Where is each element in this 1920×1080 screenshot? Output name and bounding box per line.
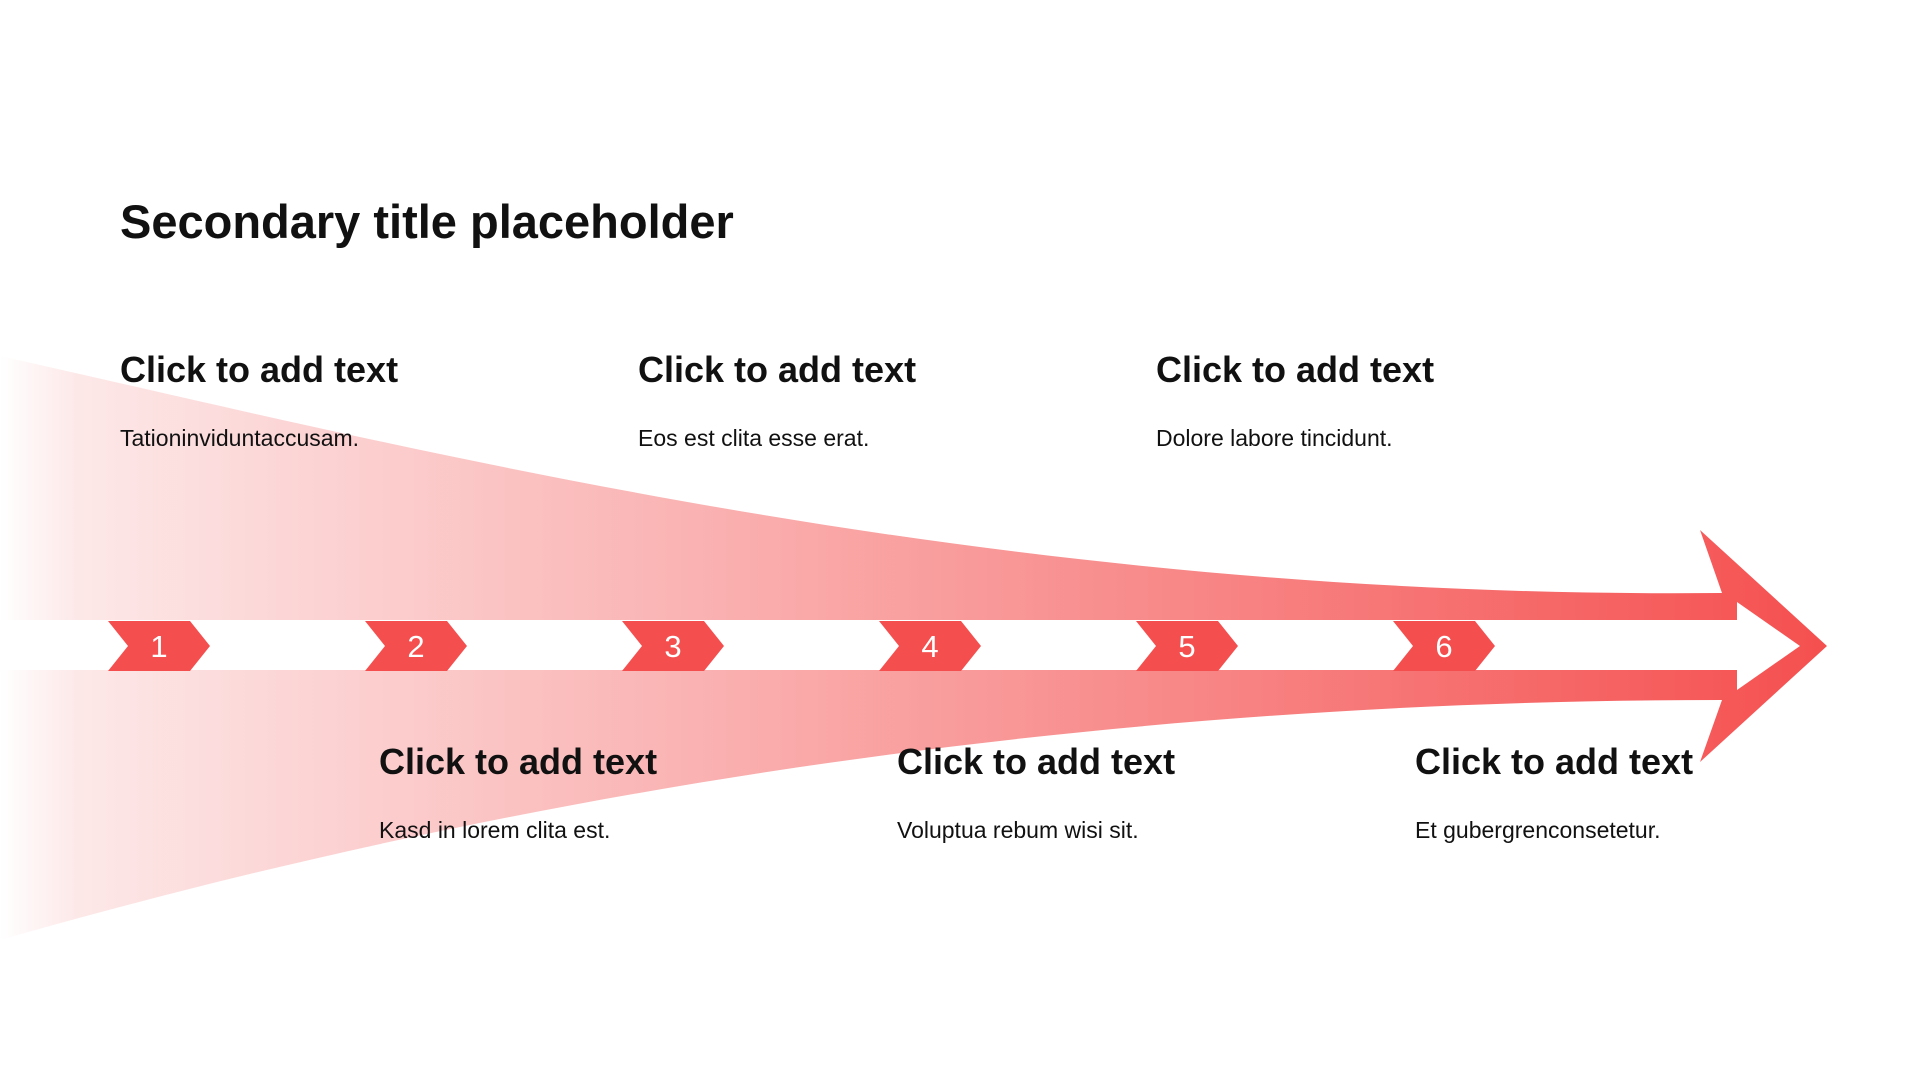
step-card-5: Click to add text Dolore labore tincidun… xyxy=(1156,348,1636,452)
step-card-3: Click to add text Eos est clita esse era… xyxy=(638,348,1118,452)
chevron-shape xyxy=(622,621,724,671)
chevron-shape xyxy=(108,621,210,671)
chevron-number: 6 xyxy=(1435,629,1452,664)
upper-arrow-band xyxy=(0,356,1722,620)
step-heading[interactable]: Click to add text xyxy=(379,741,658,782)
step-description[interactable]: Tationinviduntaccusam. xyxy=(120,425,360,451)
chevron-shape xyxy=(1136,621,1238,671)
chevron-markers: 1 2 3 4 5 6 xyxy=(108,621,1495,671)
chevron-number: 4 xyxy=(921,629,938,664)
step-card-2: Click to add text Kasd in lorem clita es… xyxy=(379,740,859,844)
step-heading[interactable]: Click to add text xyxy=(638,349,917,390)
chevron-number: 3 xyxy=(664,629,681,664)
chevron-shape xyxy=(1393,621,1495,671)
step-card-6: Click to add text Et gubergrenconsetetur… xyxy=(1415,740,1895,844)
step-card-4: Click to add text Voluptua rebum wisi si… xyxy=(897,740,1377,844)
chevron-shape xyxy=(879,621,981,671)
step-heading[interactable]: Click to add text xyxy=(897,741,1176,782)
step-description[interactable]: Et gubergrenconsetetur. xyxy=(1415,817,1661,843)
arrow-head xyxy=(1700,530,1827,762)
step-description[interactable]: Kasd in lorem clita est. xyxy=(379,817,611,843)
chevron-number: 5 xyxy=(1178,629,1195,664)
chevron-step-1: 1 xyxy=(108,621,210,671)
lower-arrow-band xyxy=(0,670,1722,940)
chevron-step-3: 3 xyxy=(622,621,724,671)
step-heading[interactable]: Click to add text xyxy=(1156,349,1435,390)
step-card-1: Click to add text Tationinviduntaccusam. xyxy=(120,348,600,452)
chevron-shape xyxy=(365,621,467,671)
chevron-step-2: 2 xyxy=(365,621,467,671)
step-heading[interactable]: Click to add text xyxy=(1415,741,1694,782)
step-description[interactable]: Voluptua rebum wisi sit. xyxy=(897,817,1139,843)
page-title[interactable]: Secondary title placeholder xyxy=(120,195,734,248)
step-heading[interactable]: Click to add text xyxy=(120,349,399,390)
chevron-step-4: 4 xyxy=(879,621,981,671)
chevron-number: 1 xyxy=(150,629,167,664)
step-description[interactable]: Dolore labore tincidunt. xyxy=(1156,425,1393,451)
step-description[interactable]: Eos est clita esse erat. xyxy=(638,425,870,451)
chevron-number: 2 xyxy=(407,629,424,664)
chevron-step-5: 5 xyxy=(1136,621,1238,671)
chevron-step-6: 6 xyxy=(1393,621,1495,671)
